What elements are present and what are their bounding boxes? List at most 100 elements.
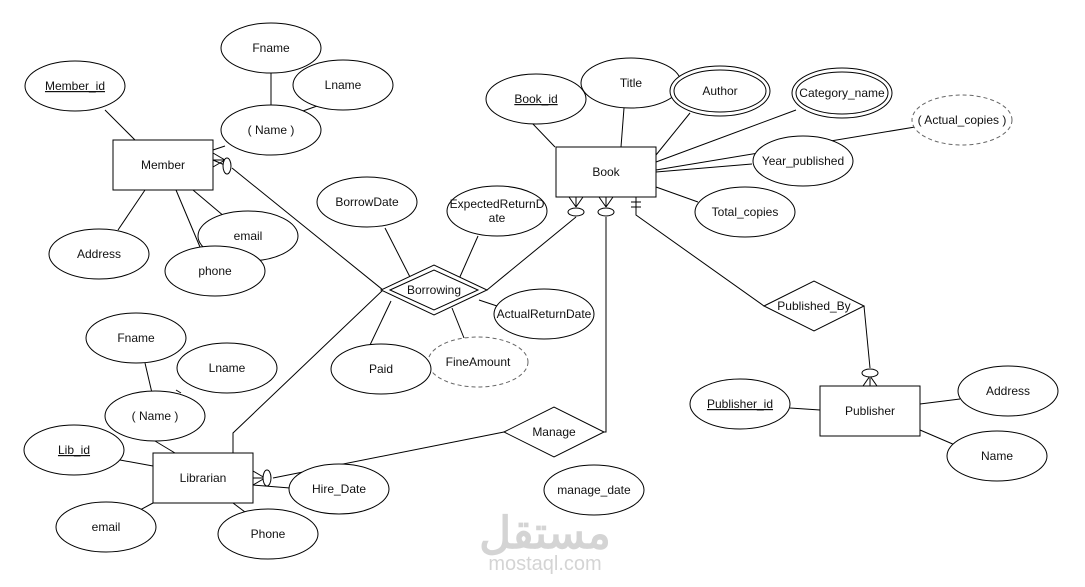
attribute-label: Address	[986, 384, 1030, 398]
entity-label: Book	[592, 165, 620, 179]
attribute-label: ( Actual_copies )	[918, 113, 1007, 127]
connector-line	[605, 196, 614, 208]
attribute-book-title[interactable]: Title	[580, 57, 682, 109]
attribute-label: Member_id	[45, 79, 105, 93]
attribute-member-id[interactable]: Member_id	[24, 60, 126, 112]
connector-line	[458, 235, 479, 280]
attribute-label: phone	[198, 264, 232, 278]
attribute-borrow-date[interactable]: BorrowDate	[316, 176, 418, 228]
connector-line	[862, 375, 871, 387]
optional-circle-icon	[567, 207, 585, 217]
attribute-book-author[interactable]: Author	[669, 65, 771, 117]
relationship-manage[interactable]: Manage	[502, 406, 606, 458]
connector-line	[175, 389, 182, 394]
attribute-member-name[interactable]: ( Name )	[220, 104, 322, 156]
optional-circle-icon	[861, 368, 879, 378]
attribute-lib-id[interactable]: Lib_id	[23, 424, 125, 476]
attribute-fine-amount[interactable]: FineAmount	[427, 336, 529, 388]
attribute-label: Lib_id	[58, 443, 90, 457]
connector-line	[212, 159, 226, 168]
attribute-member-address[interactable]: Address	[48, 228, 150, 280]
attribute-label: Fname	[252, 41, 290, 55]
entity-label: Librarian	[180, 471, 227, 485]
attribute-book-category[interactable]: Category_name	[791, 67, 893, 119]
connector-line	[252, 484, 291, 489]
attribute-paid[interactable]: Paid	[330, 343, 432, 395]
attribute-label: Year_published	[762, 154, 844, 168]
optional-circle-icon	[262, 469, 272, 487]
entity-label: Member	[141, 158, 185, 172]
attribute-hire-date[interactable]: Hire_Date	[288, 463, 390, 515]
connector-line	[104, 109, 136, 141]
attribute-label: ActualReturnDate	[497, 307, 592, 321]
connector-line	[604, 217, 607, 433]
connector-line	[369, 300, 392, 346]
connector-line	[655, 186, 699, 203]
connector-line	[575, 196, 584, 208]
attribute-label: FineAmount	[446, 355, 511, 369]
attribute-book-year[interactable]: Year_published	[752, 135, 854, 187]
entity-member[interactable]: Member	[112, 139, 214, 191]
attribute-lib-name[interactable]: ( Name )	[104, 390, 206, 442]
attribute-label: ate	[489, 211, 506, 225]
attribute-book-actual-copies[interactable]: ( Actual_copies )	[911, 94, 1013, 146]
attribute-member-fname[interactable]: Fname	[220, 22, 322, 74]
connector-line	[655, 109, 797, 163]
attribute-book-total-copies[interactable]: Total_copies	[694, 186, 796, 238]
connector-line	[144, 362, 153, 394]
attribute-publisher-name[interactable]: Name	[946, 430, 1048, 482]
attribute-lib-lname[interactable]: Lname	[176, 342, 278, 394]
attribute-label: Book_id	[514, 92, 557, 106]
attribute-label: email	[92, 520, 121, 534]
attribute-label: Author	[702, 84, 737, 98]
attribute-label: ExpectedReturnD	[450, 197, 545, 211]
attribute-publisher-address[interactable]: Address	[957, 365, 1059, 417]
attribute-lib-phone[interactable]: Phone	[217, 508, 319, 560]
attribute-label: Hire_Date	[312, 482, 366, 496]
connector-line	[869, 375, 878, 387]
entity-librarian[interactable]: Librarian	[152, 452, 254, 504]
connector-line	[919, 429, 956, 446]
attribute-member-phone[interactable]: phone	[164, 245, 266, 297]
attribute-label: ( Name )	[132, 409, 179, 423]
connector-line	[139, 502, 154, 511]
attribute-lib-fname[interactable]: Fname	[85, 312, 187, 364]
attribute-label: Lname	[209, 361, 246, 375]
relationship-published_by[interactable]: Published_By	[762, 280, 866, 332]
attribute-manage-date[interactable]: manage_date	[543, 464, 645, 516]
connector-line	[635, 197, 765, 307]
relationship-label: Borrowing	[407, 283, 461, 297]
attribute-label: Paid	[369, 362, 393, 376]
attribute-book-id[interactable]: Book_id	[485, 73, 587, 125]
attribute-label: Total_copies	[712, 205, 779, 219]
watermark-latin: mostaql.com	[488, 553, 601, 575]
attribute-label: Fname	[117, 331, 155, 345]
connector-line	[531, 122, 556, 148]
attribute-publisher-id[interactable]: Publisher_id	[689, 378, 791, 430]
connector-line	[863, 305, 871, 369]
attribute-label: email	[234, 229, 263, 243]
entity-book[interactable]: Book	[555, 146, 657, 198]
connector-line	[175, 189, 201, 248]
watermark: مستقل mostaql.com	[479, 509, 611, 575]
attribute-lib-email[interactable]: email	[55, 501, 157, 553]
connector-line	[117, 189, 146, 231]
relationship-label: Manage	[532, 425, 576, 439]
connector-line	[568, 196, 577, 208]
relationship-borrowing[interactable]: Borrowing	[379, 264, 489, 316]
connector-line	[655, 163, 753, 173]
connector-line	[192, 189, 226, 218]
connector-line	[598, 196, 607, 208]
connector-line	[655, 112, 691, 156]
attribute-label: Publisher_id	[707, 397, 773, 411]
attribute-label: Name	[981, 449, 1013, 463]
optional-circle-icon	[222, 157, 232, 175]
entity-publisher[interactable]: Publisher	[819, 385, 921, 437]
entity-label: Publisher	[845, 404, 895, 418]
attribute-label: BorrowDate	[335, 195, 399, 209]
attribute-member-lname[interactable]: Lname	[292, 59, 394, 111]
attribute-actual-return[interactable]: ActualReturnDate	[493, 288, 595, 340]
relationship-label: Published_By	[777, 299, 850, 313]
